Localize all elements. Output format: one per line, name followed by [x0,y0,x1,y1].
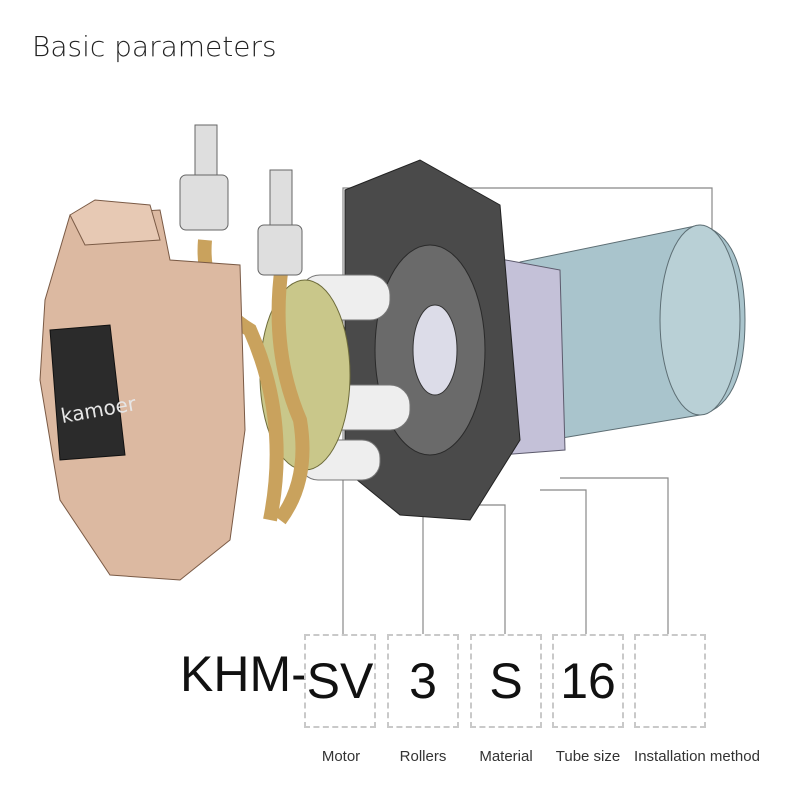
model-part-installation [634,634,706,728]
label-motor: Motor [321,748,361,765]
label-tube-size: Tube size [555,748,621,765]
model-part-material: S [470,634,542,728]
label-installation-method: Installation method [634,748,760,765]
motor [494,224,746,456]
label-material: Material [479,748,533,765]
model-prefix: KHM- [180,646,308,702]
page-title: Basic parameters [32,30,277,63]
model-part-rollers: 3 [387,634,459,728]
model-part-motor: SV [304,634,376,728]
model-part-tube-size: 16 [552,634,624,728]
label-rollers: Rollers [399,748,447,765]
